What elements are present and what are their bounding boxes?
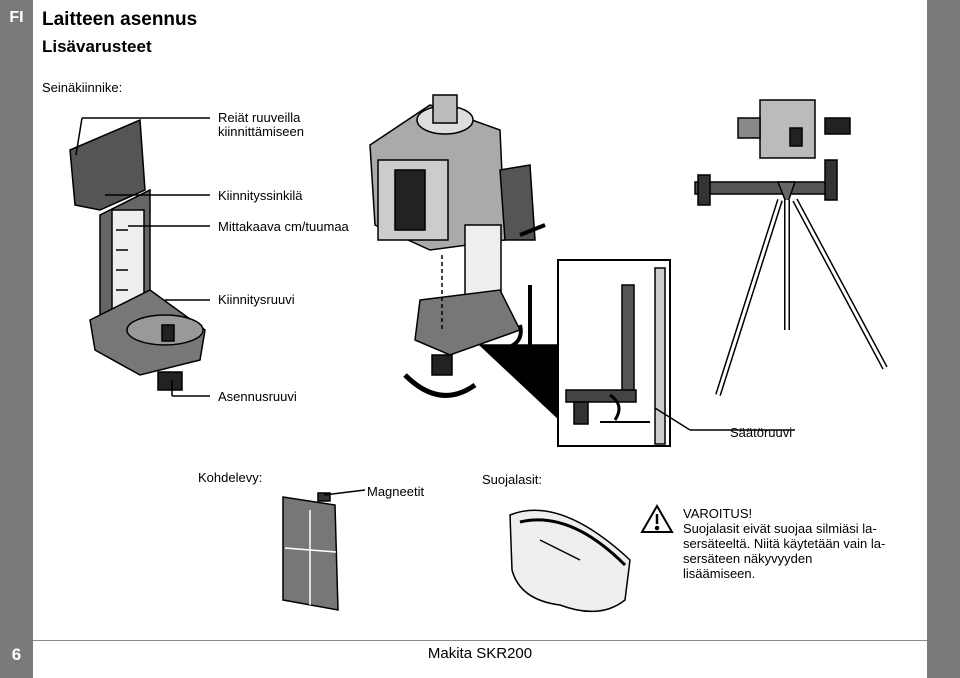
callout-mounting-screw: Asennusruuvi: [218, 389, 297, 404]
warning-title: VAROITUS!: [683, 506, 753, 521]
glasses-label: Suojalasit:: [482, 472, 542, 487]
language-tag: FI: [9, 9, 24, 26]
warning-block: VAROITUS! Suojalasit eivät suojaa silmiä…: [683, 506, 903, 581]
callout-adjust-screw: Säätöruuvi: [730, 425, 793, 440]
page-title: Laitteen asennus: [42, 9, 198, 30]
callout-fixing-screw: Kiinnitysruuvi: [218, 292, 295, 307]
warning-line-2: sersäteeltä. Niitä käytetään vain la-: [683, 536, 886, 551]
warning-line-4: lisäämiseen.: [683, 566, 756, 581]
tripod-drawing: [694, 99, 888, 396]
target-plate-label: Kohdelevy:: [198, 470, 263, 485]
callout-scale: Mittakaava cm/tuumaa: [218, 219, 349, 234]
footer-divider: [33, 640, 927, 641]
callout-holes-2: kiinnittämiseen: [218, 124, 304, 139]
footer-model: Makita SKR200: [427, 645, 533, 662]
wall-mount-drawing: [69, 118, 206, 391]
magnets-label: Magneetit: [367, 484, 425, 499]
warning-line-1: Suojalasit eivät suojaa silmiäsi la-: [683, 521, 877, 536]
wall-mount-label: Seinäkiinnike:: [42, 80, 123, 95]
right-sidebar: [927, 0, 960, 678]
laser-on-mount-drawing: [369, 94, 536, 376]
callout-bracket: Kiinnityssinkilä: [218, 188, 303, 203]
warning-line-3: sersäteen näkyvyyden: [683, 551, 813, 566]
left-sidebar: [0, 0, 33, 678]
page-number: 6: [11, 645, 22, 664]
glasses-drawing: [509, 509, 631, 613]
page-subtitle: Lisävarusteet: [42, 37, 152, 56]
callout-holes-1: Reiät ruuveilla: [218, 110, 301, 125]
target-plate-drawing: [282, 489, 366, 611]
